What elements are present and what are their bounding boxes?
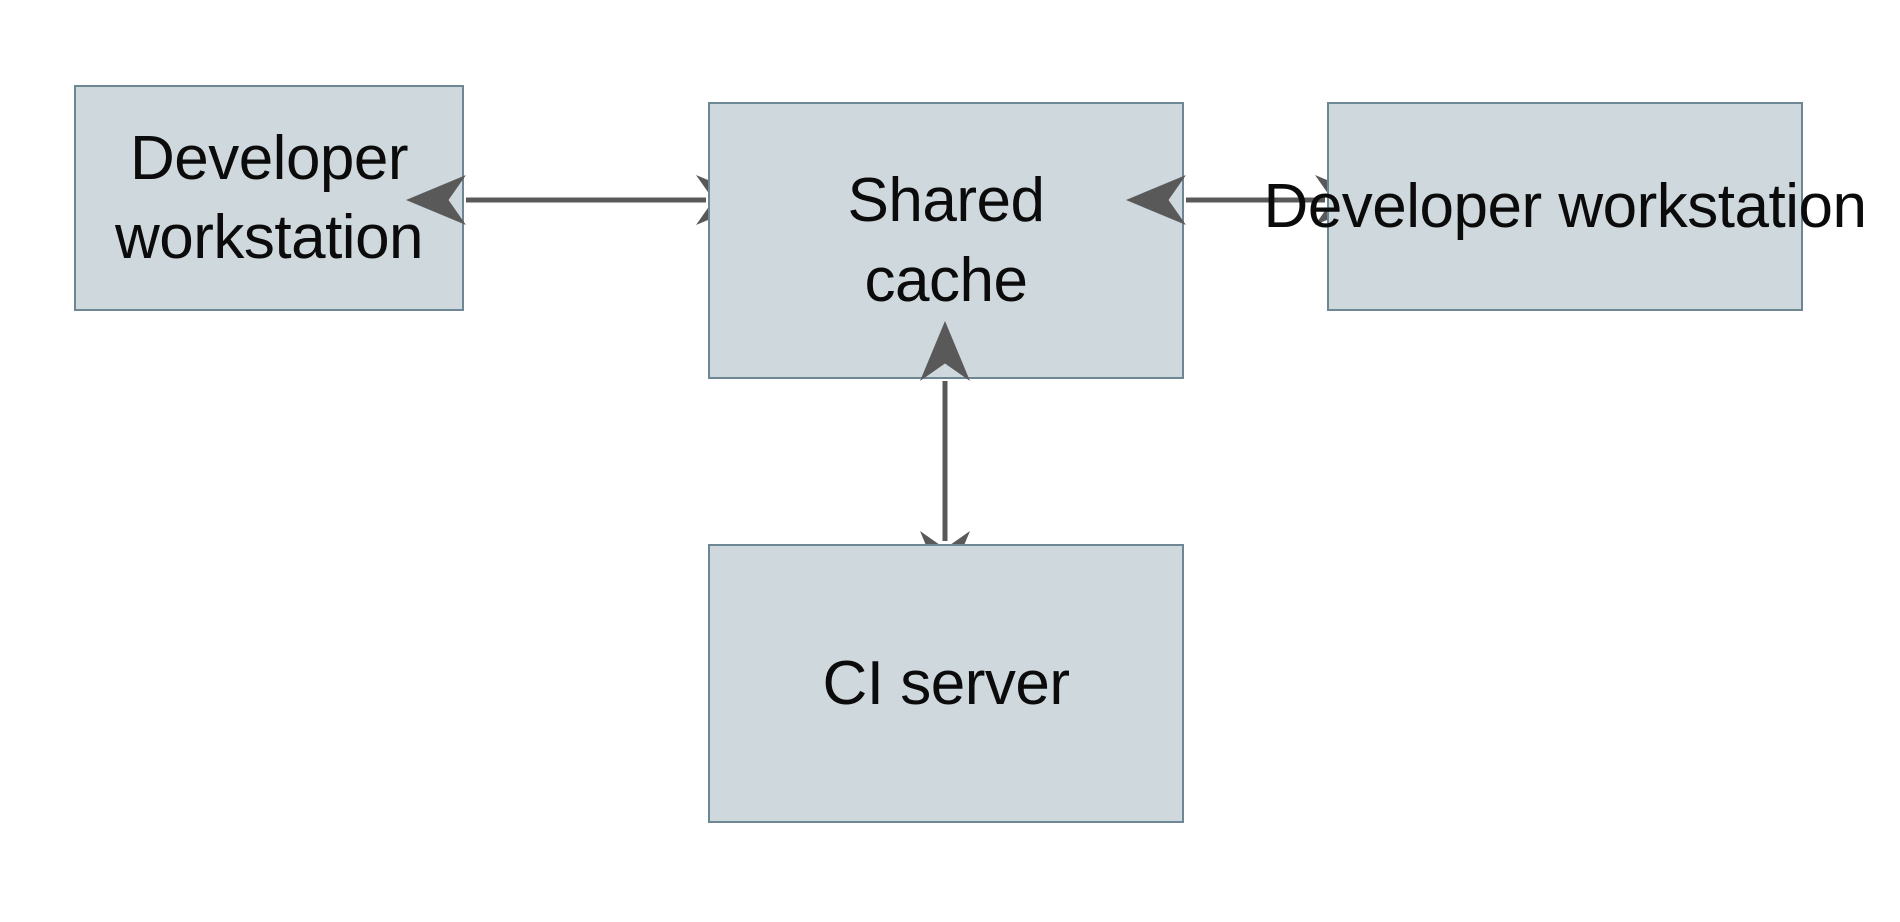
node-label-developer-workstation-left: Developer workstation [114, 123, 424, 272]
edge-shared-cache-to-ci-server [920, 321, 970, 591]
node-developer-workstation-right[interactable]: Developer workstation [1264, 102, 1867, 311]
node-label-shared-cache: Shared cache [847, 166, 1045, 315]
node-label-developer-workstation-right: Developer workstation [1263, 171, 1867, 241]
edge-shared-cache-to-developer-workstation-right [1126, 175, 1375, 225]
node-developer-workstation-left[interactable]: Developer workstation [74, 85, 464, 311]
node-label-ci-server: CI server [822, 648, 1070, 718]
node-shared-cache[interactable]: Shared cache [708, 102, 1184, 379]
node-ci-server[interactable]: CI server [708, 544, 1184, 823]
edge-developer-workstation-left-to-shared-cache [406, 175, 756, 225]
